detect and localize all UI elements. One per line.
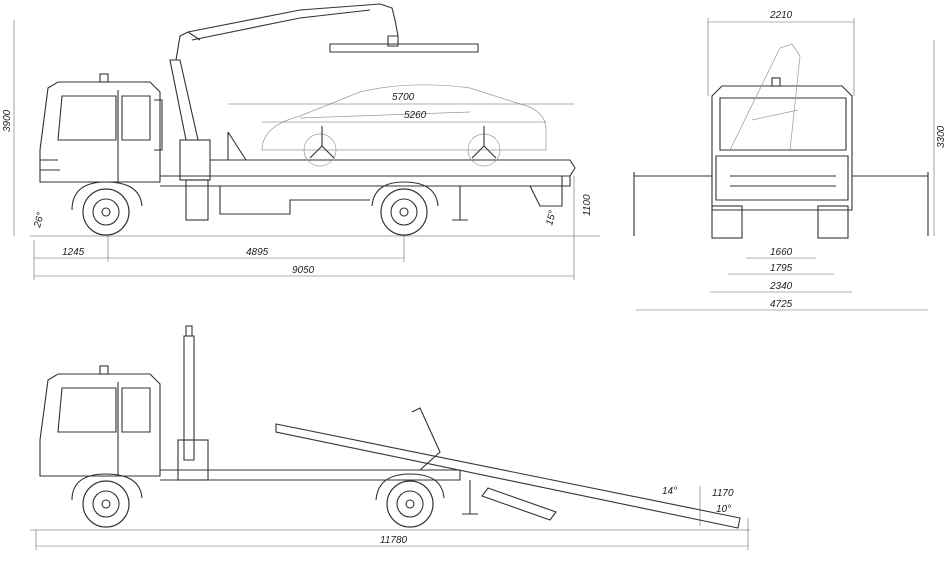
dim-front-height: 3300 [936,125,947,148]
front-wheel-top [71,181,143,236]
dim-tilt-angle: 14° [662,486,677,497]
dim-track-3: 2340 [769,281,793,292]
dim-approach-angle: 26° [32,211,47,229]
rear-wheel-bottom [375,473,445,528]
dim-platform-length: 5260 [404,110,427,121]
dim-ramp-angle: 10° [716,504,731,515]
dim-track-1: 1660 [770,247,793,258]
dim-ramp-height: 1170 [712,488,734,499]
side-view-tilted: 11780 14° 1170 10° [30,325,750,550]
dim-length-total: 11780 [380,535,408,546]
dim-outrigger-span: 4725 [770,299,793,310]
dim-departure-angle: 15° [544,209,559,226]
dim-wheelbase: 4895 [246,247,269,258]
dim-front-overhang: 1245 [62,247,85,258]
dim-deck-height: 1100 [582,194,593,216]
dim-height-total: 3900 [2,109,13,132]
crane-top [169,3,479,221]
dim-width-top: 2210 [769,10,793,21]
cab-top [39,73,163,183]
front-view: 2210 3300 1660 1795 2340 4725 [633,10,947,311]
dim-car-length: 5700 [392,92,415,103]
front-wheel-bottom [71,473,143,528]
dim-overall-length: 9050 [292,265,315,276]
cab-bottom [39,365,161,477]
dim-track-2: 1795 [770,263,793,274]
rear-wheel-top [371,181,439,236]
side-view-loaded: 5700 5260 1245 4895 9050 3900 1100 26° 1… [2,3,600,280]
